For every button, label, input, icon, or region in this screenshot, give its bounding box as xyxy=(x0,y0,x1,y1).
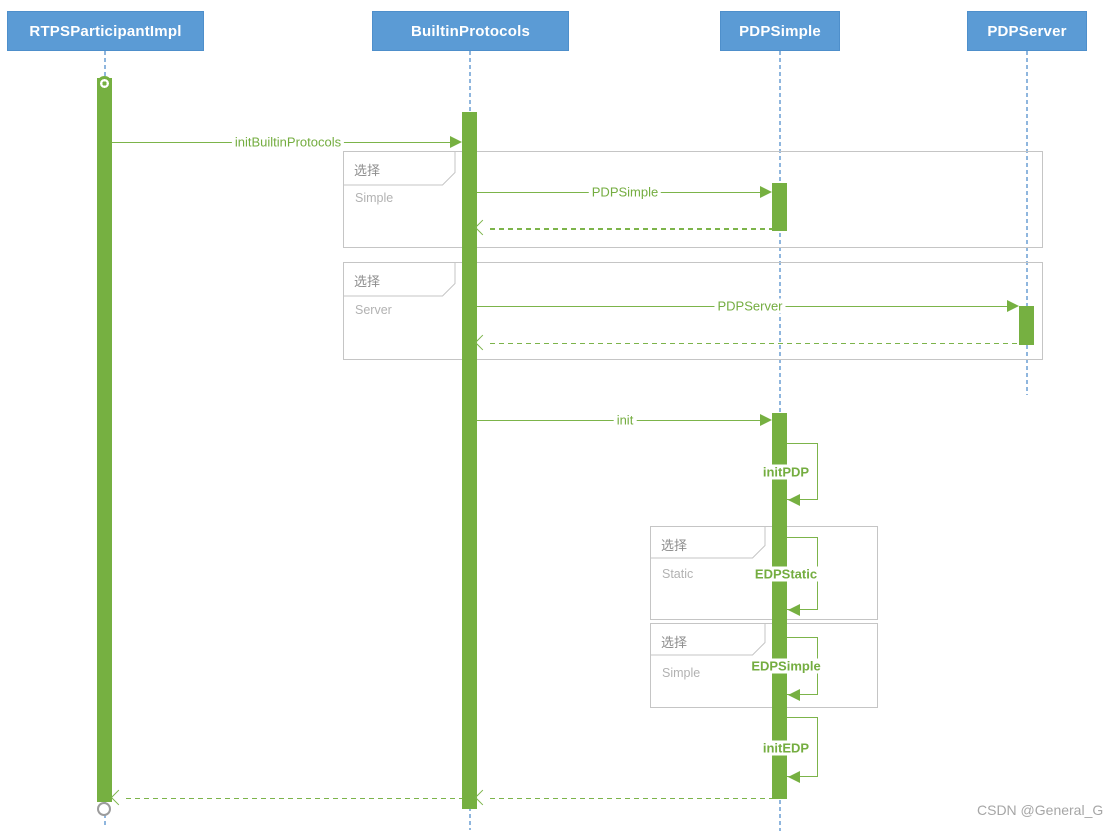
arrowhead-edpstatic xyxy=(788,604,800,616)
return-line-pdpsimple-final xyxy=(490,797,772,799)
fragment-operator: 选择 xyxy=(354,274,381,289)
arrowhead-initedp xyxy=(788,771,800,783)
arrowhead-initpdp xyxy=(788,494,800,506)
activation-pdpsimple-create xyxy=(772,183,787,231)
return-arrowhead-builtinprotocols-final xyxy=(110,789,127,806)
return-arrowhead-pdpsimple-final xyxy=(474,789,491,806)
fragment-operator: 选择 xyxy=(354,163,381,178)
end-node-icon xyxy=(97,802,111,816)
fragment-guard: Static xyxy=(662,567,694,581)
message-label-init: init xyxy=(613,412,637,428)
arrowhead-edpsimple xyxy=(788,689,800,701)
message-label-edpsimple: EDPSimple xyxy=(748,658,824,674)
actor-pdpserver: PDPServer xyxy=(967,11,1087,51)
fragment-guard: Simple xyxy=(355,191,394,205)
actor-label: BuiltinProtocols xyxy=(410,22,531,40)
arrowhead-pdpserver xyxy=(1007,299,1019,312)
self-loop-initpdp xyxy=(787,443,818,500)
fragment-alt-edpsimple: 选择 Simple xyxy=(650,623,878,708)
fragment-label-pentagon xyxy=(343,151,456,186)
arrowhead-init xyxy=(760,413,772,426)
actor-label: PDPServer xyxy=(987,22,1067,40)
arrowhead-initbuiltinprotocols xyxy=(450,135,462,148)
actor-label: PDPSimple xyxy=(739,22,821,40)
message-label-initbuiltinprotocols: initBuiltinProtocols xyxy=(231,134,345,150)
actor-label: RTPSParticipantImpl xyxy=(29,22,182,40)
fragment-operator: 选择 xyxy=(661,635,688,650)
actor-builtinprotocols: BuiltinProtocols xyxy=(372,11,569,51)
watermark-text: CSDN @General_G xyxy=(977,802,1104,818)
activation-rtpsparticipantimpl xyxy=(97,78,112,802)
fragment-guard: Simple xyxy=(662,666,701,680)
message-label-pdpsimple: PDPSimple xyxy=(588,184,662,200)
return-line-builtinprotocols-final xyxy=(126,797,462,799)
return-line-pdpsimple xyxy=(490,228,772,230)
fragment-label-pentagon xyxy=(650,623,766,656)
activation-pdpserver xyxy=(1019,306,1034,345)
self-loop-initedp xyxy=(787,717,818,777)
fragment-alt-static: 选择 Static xyxy=(650,526,878,620)
fragment-alt-server: 选择 Server xyxy=(343,262,1043,360)
fragment-alt-simple: 选择 Simple xyxy=(343,151,1043,248)
fragment-guard: Server xyxy=(355,303,392,317)
message-label-initedp: initEDP xyxy=(759,740,813,756)
message-label-initpdp: initPDP xyxy=(759,464,813,480)
fragment-operator: 选择 xyxy=(661,538,688,553)
return-line-pdpserver xyxy=(490,342,1019,344)
actor-pdpsimple: PDPSimple xyxy=(720,11,840,51)
fragment-label-pentagon xyxy=(650,526,766,559)
message-label-edpstatic: EDPStatic xyxy=(751,566,821,582)
arrowhead-pdpsimple xyxy=(760,185,772,198)
start-node-icon xyxy=(97,76,112,91)
message-label-pdpserver: PDPServer xyxy=(714,298,786,314)
fragment-label-pentagon xyxy=(343,262,456,297)
lifeline-pdpserver xyxy=(1026,51,1028,395)
actor-rtpsparticipantimpl: RTPSParticipantImpl xyxy=(7,11,204,51)
activation-pdpsimple-init xyxy=(772,413,787,799)
activation-builtinprotocols xyxy=(462,112,477,809)
